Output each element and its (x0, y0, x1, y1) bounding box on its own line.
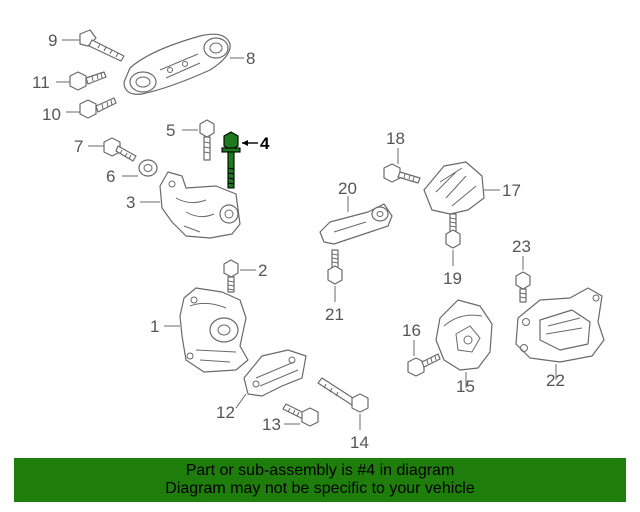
callout-13: 13 (262, 415, 281, 434)
callout-6: 6 (106, 167, 115, 186)
callout-15: 15 (456, 377, 475, 396)
part-20-link-arm[interactable] (319, 203, 393, 245)
callout-4: 4 (260, 134, 270, 153)
part-1-engine-mount[interactable] (179, 287, 249, 373)
info-banner: Part or sub-assembly is #4 in diagram Di… (14, 458, 626, 502)
part-23-bolt[interactable] (515, 271, 531, 303)
callout-20: 20 (338, 179, 357, 198)
part-5-bolt[interactable] (199, 119, 215, 161)
part-11-bolt[interactable] (69, 71, 107, 91)
part-22-transmission-mount[interactable] (515, 287, 605, 363)
part-21-bolt[interactable] (327, 249, 343, 285)
callout-9: 9 (48, 31, 57, 50)
callout-17: 17 (502, 181, 521, 200)
callout-5: 5 (166, 121, 175, 140)
callout-3: 3 (126, 193, 135, 212)
callout-1: 1 (150, 317, 159, 336)
callout-12: 12 (216, 403, 235, 422)
part-12-bracket-plate[interactable] (243, 349, 307, 397)
callout-19: 19 (443, 269, 462, 288)
part-17-mount-bracket[interactable] (423, 161, 485, 215)
part-18-bolt[interactable] (383, 163, 421, 184)
callout-7: 7 (74, 137, 83, 156)
callout-23: 23 (512, 237, 531, 256)
banner-line-1: Part or sub-assembly is #4 in diagram (185, 462, 455, 479)
part-16-bolt[interactable] (407, 353, 441, 377)
callout-10: 10 (42, 105, 61, 124)
part-6-washer[interactable] (138, 159, 158, 177)
part-7-bolt[interactable] (103, 137, 137, 162)
banner-line-2: Diagram may not be specific to your vehi… (165, 480, 475, 497)
part-10-bolt[interactable] (79, 97, 117, 119)
callout-21: 21 (325, 305, 344, 324)
part-4-bolt-highlighted[interactable] (221, 131, 241, 189)
callout-22: 22 (546, 371, 565, 390)
part-15-mount[interactable] (435, 299, 493, 371)
part-9-bolt[interactable] (79, 29, 125, 62)
part-13-bolt[interactable] (282, 403, 319, 427)
part-14-long-bolt[interactable] (317, 377, 369, 413)
callout-11: 11 (32, 73, 50, 92)
part-8-torque-rod[interactable] (123, 33, 231, 95)
callout-8: 8 (246, 49, 255, 68)
callout-14: 14 (350, 433, 369, 452)
part-19-bolt[interactable] (445, 213, 461, 249)
callout-18: 18 (386, 129, 405, 148)
callout-16: 16 (402, 321, 421, 340)
part-2-bolt[interactable] (223, 259, 239, 293)
part-3-bracket[interactable] (159, 171, 241, 239)
callout-2: 2 (258, 261, 267, 280)
